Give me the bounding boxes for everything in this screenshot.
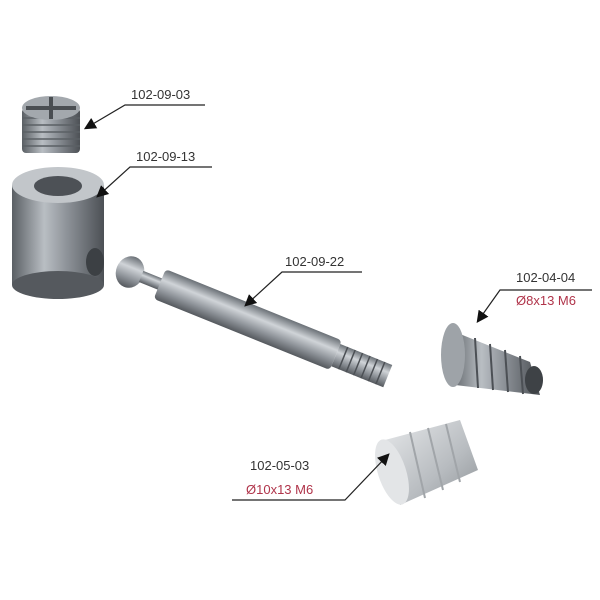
part-connecting-bolt bbox=[115, 256, 393, 388]
part-threaded-insert bbox=[441, 323, 543, 395]
leader-lines bbox=[83, 104, 592, 501]
part-label-102-09-22: 102-09-22 bbox=[285, 254, 345, 269]
part-spec-102-05-03: Ø10x13 M6 bbox=[246, 482, 314, 497]
part-label-102-09-13: 102-09-13 bbox=[136, 149, 196, 164]
part-label-102-05-03: 102-05-03 bbox=[250, 458, 310, 473]
part-grub-screw bbox=[22, 96, 80, 153]
part-spec-102-04-04: Ø8x13 M6 bbox=[516, 293, 576, 308]
part-label-102-04-04: 102-04-04 bbox=[516, 270, 576, 285]
part-plastic-dowel bbox=[375, 420, 478, 505]
part-label-102-09-03: 102-09-03 bbox=[131, 87, 191, 102]
part-barrel-nut bbox=[12, 167, 104, 299]
